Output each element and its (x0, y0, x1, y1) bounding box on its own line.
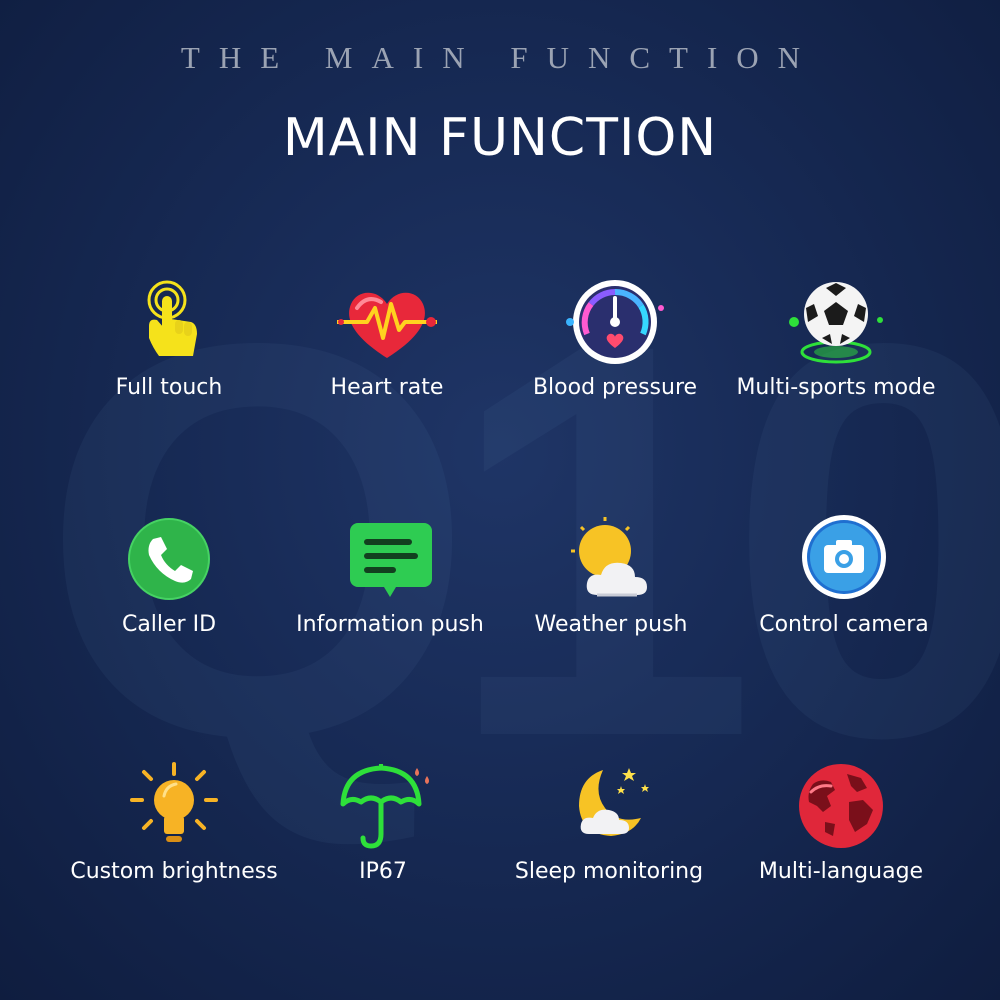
feature-label: Control camera (759, 612, 929, 637)
soccer-ball-icon (786, 278, 886, 368)
feature-label: Information push (296, 612, 484, 637)
feature-label: Weather push (534, 612, 688, 637)
feature-label: Heart rate (330, 375, 444, 400)
message-icon (340, 515, 440, 605)
camera-icon (794, 515, 894, 605)
light-bulb-icon (124, 762, 224, 852)
touch-icon (119, 278, 219, 368)
globe-icon (791, 762, 891, 852)
page-title: MAIN FUNCTION (282, 108, 718, 168)
feature-label: Caller ID (121, 612, 217, 637)
feature-label: IP67 (359, 859, 407, 884)
heart-rate-icon (337, 278, 437, 368)
page-tagline: THE MAIN FUNCTION (180, 40, 820, 75)
weather-icon (561, 515, 661, 605)
umbrella-icon (333, 762, 433, 852)
feature-label: Blood pressure (532, 375, 698, 400)
feature-label: Multi-sports mode (736, 375, 936, 400)
blood-pressure-gauge-icon (565, 278, 665, 368)
moon-icon (559, 762, 659, 852)
feature-label: Multi-language (758, 859, 924, 884)
phone-icon (119, 515, 219, 605)
feature-label: Custom brightness (70, 859, 278, 884)
feature-label: Full touch (115, 375, 223, 400)
feature-label: Sleep monitoring (514, 859, 704, 884)
